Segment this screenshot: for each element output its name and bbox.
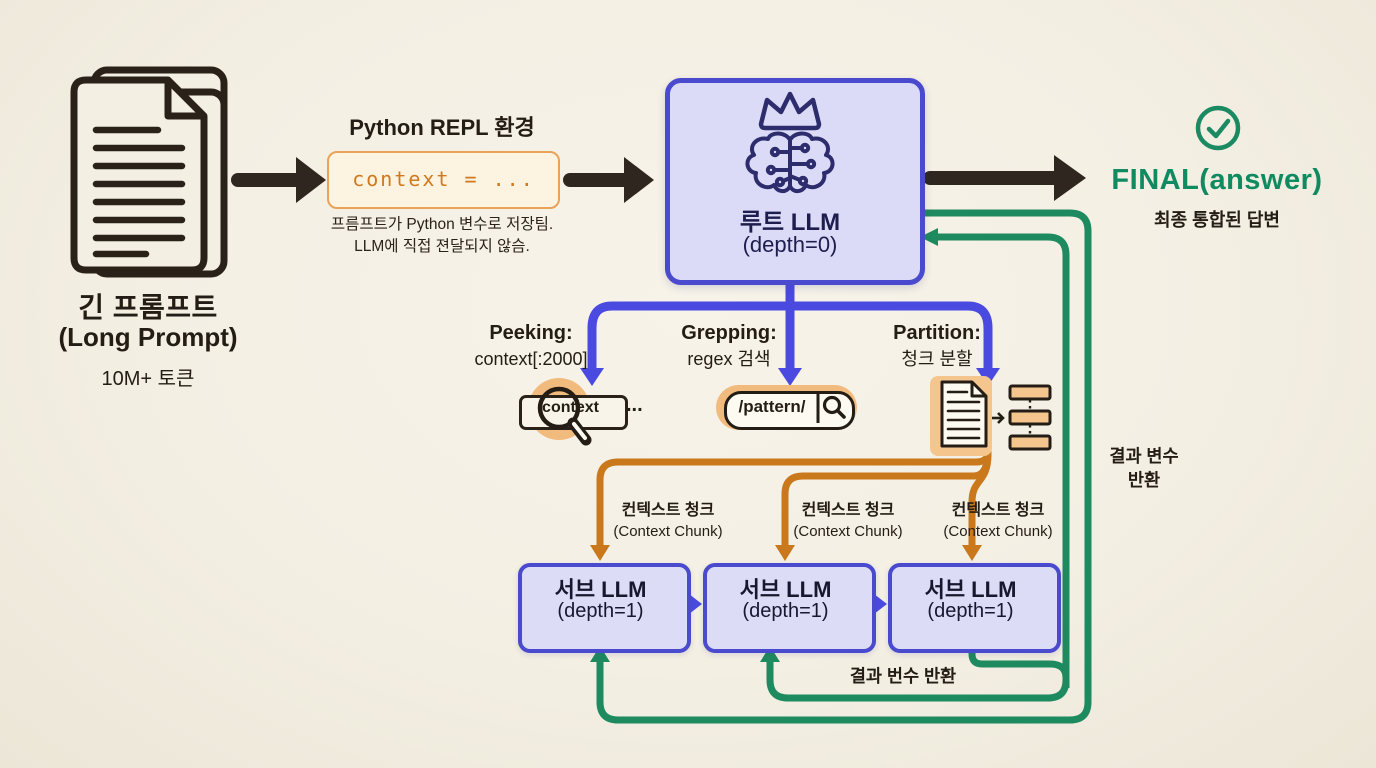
page-fold bbox=[164, 80, 204, 120]
chunk-label-3-line2: (Context Chunk) bbox=[943, 523, 1053, 540]
arrowhead-return-root bbox=[920, 228, 938, 246]
chunk-label-3-line1: 컨텍스트 청크 bbox=[951, 502, 1045, 519]
repl-caption: 프름프트가 Python 변수로 저장팀. LLM에 직접 젼달되지 않슴. bbox=[296, 214, 588, 259]
sub-llm-box-2 bbox=[703, 563, 876, 653]
sub-llm-3-title: 서브 LLM bbox=[924, 577, 1017, 602]
arrowhead-return-sub1 bbox=[590, 646, 610, 662]
pattern-text: /pattern/ bbox=[738, 397, 806, 416]
peeking-desc: context[:2000] bbox=[474, 349, 588, 369]
partition-document-lines bbox=[946, 390, 981, 440]
crown-brain-icon bbox=[745, 91, 835, 194]
chunk-label-2: 컨텍스트 청크 (Context Chunk) bbox=[753, 500, 943, 542]
magnifier-icon bbox=[537, 386, 592, 446]
sub-llm-1-depth: (depth=1) bbox=[557, 600, 644, 622]
chunk-path-3 bbox=[968, 453, 992, 546]
document-stack-icon bbox=[70, 66, 228, 278]
partition-desc: 청크 분할 bbox=[901, 349, 973, 369]
arrowhead-peeking bbox=[580, 368, 604, 386]
chunk-rects bbox=[1008, 384, 1052, 451]
repl-title: Python REPL 환경 bbox=[349, 115, 535, 140]
sub-llm-3-depth: (depth=1) bbox=[927, 600, 1014, 622]
sub-llm-2-title: 서브 LLM bbox=[739, 577, 832, 602]
sub-llm-1-title: 서브 LLM bbox=[554, 577, 647, 602]
pill-search-icon bbox=[816, 392, 846, 423]
grepping-name: Grepping: bbox=[681, 322, 777, 344]
page-text-lines bbox=[92, 126, 186, 258]
check-circle-icon bbox=[1195, 105, 1241, 151]
arrowhead-sub1-sub2 bbox=[689, 594, 702, 614]
peek-ellipsis: ... bbox=[626, 394, 643, 416]
document-chunks-icon bbox=[940, 380, 1052, 451]
root-llm-depth: (depth=0) bbox=[742, 232, 838, 257]
doc-to-chunks-arrow bbox=[992, 412, 1005, 424]
arrowhead-sub2-sub3 bbox=[874, 594, 887, 614]
chunk-label-2-line1: 컨텍스트 청크 bbox=[801, 502, 895, 519]
arrowhead-grepping bbox=[778, 368, 802, 386]
arrowhead-root-to-final bbox=[1054, 155, 1086, 201]
chunk-label-1-line1: 컨텍스트 청크 bbox=[621, 502, 715, 519]
sub-llm-2-depth: (depth=1) bbox=[742, 600, 829, 622]
partition-label: Partition: 청크 분할 bbox=[832, 320, 1042, 372]
arrowhead-return-sub2 bbox=[760, 646, 780, 662]
return-label-right: 결과 변수 반환 bbox=[1096, 444, 1192, 492]
return-path-inner bbox=[766, 233, 1070, 702]
return-right-line1: 결과 변수 bbox=[1109, 446, 1179, 466]
final-answer-subtitle: 최종 통합된 답변 bbox=[1154, 210, 1280, 230]
long-prompt-tokens: 10M+ 토큰 bbox=[101, 368, 195, 390]
return-right-line2: 반환 bbox=[1127, 470, 1161, 490]
return-path-outer bbox=[596, 209, 1092, 724]
arrowhead-chunk-2 bbox=[775, 545, 795, 561]
return-label-bottom: 결과 번수 반환 bbox=[849, 666, 957, 686]
grepping-desc: regex 검색 bbox=[687, 349, 771, 369]
front-page bbox=[70, 76, 208, 274]
arrowhead-prompt-to-repl bbox=[296, 157, 326, 203]
peeking-label: Peeking: context[:2000] bbox=[426, 320, 636, 372]
chunk-label-2-line2: (Context Chunk) bbox=[793, 523, 903, 540]
arrowhead-chunk-3 bbox=[962, 545, 982, 561]
repl-caption-line1: 프름프트가 Python 변수로 저장팀. bbox=[330, 216, 554, 233]
arrowhead-repl-to-root bbox=[624, 157, 654, 203]
sub-llm-box-3 bbox=[888, 563, 1061, 653]
peek-context-text: context bbox=[542, 399, 599, 416]
chunk-label-3: 컨텍스트 청크 (Context Chunk) bbox=[903, 500, 1093, 542]
root-llm-title: 루트 LLM bbox=[739, 209, 841, 236]
partition-name: Partition: bbox=[893, 322, 981, 344]
crown-icon bbox=[758, 91, 822, 131]
chunk-label-1-line2: (Context Chunk) bbox=[613, 523, 723, 540]
arrowhead-chunk-1 bbox=[590, 545, 610, 561]
green-return-paths bbox=[590, 209, 1092, 724]
long-prompt-subtitle: (Long Prompt) bbox=[58, 322, 238, 352]
brain-icon bbox=[745, 131, 835, 194]
context-code-box: context = ... bbox=[327, 151, 560, 209]
chunk-label-1: 컨텍스트 청크 (Context Chunk) bbox=[573, 500, 763, 542]
long-prompt-title: 긴 프롬프트 bbox=[78, 292, 218, 323]
black-flow-arrows bbox=[231, 155, 1086, 203]
final-answer-title: FINAL(answer) bbox=[1111, 164, 1323, 196]
grepping-label: Grepping: regex 검색 bbox=[624, 320, 834, 372]
repl-caption-line2: LLM에 직접 젼달되지 않슴. bbox=[354, 238, 530, 256]
peeking-name: Peeking: bbox=[489, 322, 573, 344]
orange-chunk-arrows bbox=[590, 446, 992, 561]
sub-llm-box-1 bbox=[518, 563, 691, 653]
partition-document-fold bbox=[970, 382, 986, 398]
root-llm-box bbox=[665, 78, 925, 285]
